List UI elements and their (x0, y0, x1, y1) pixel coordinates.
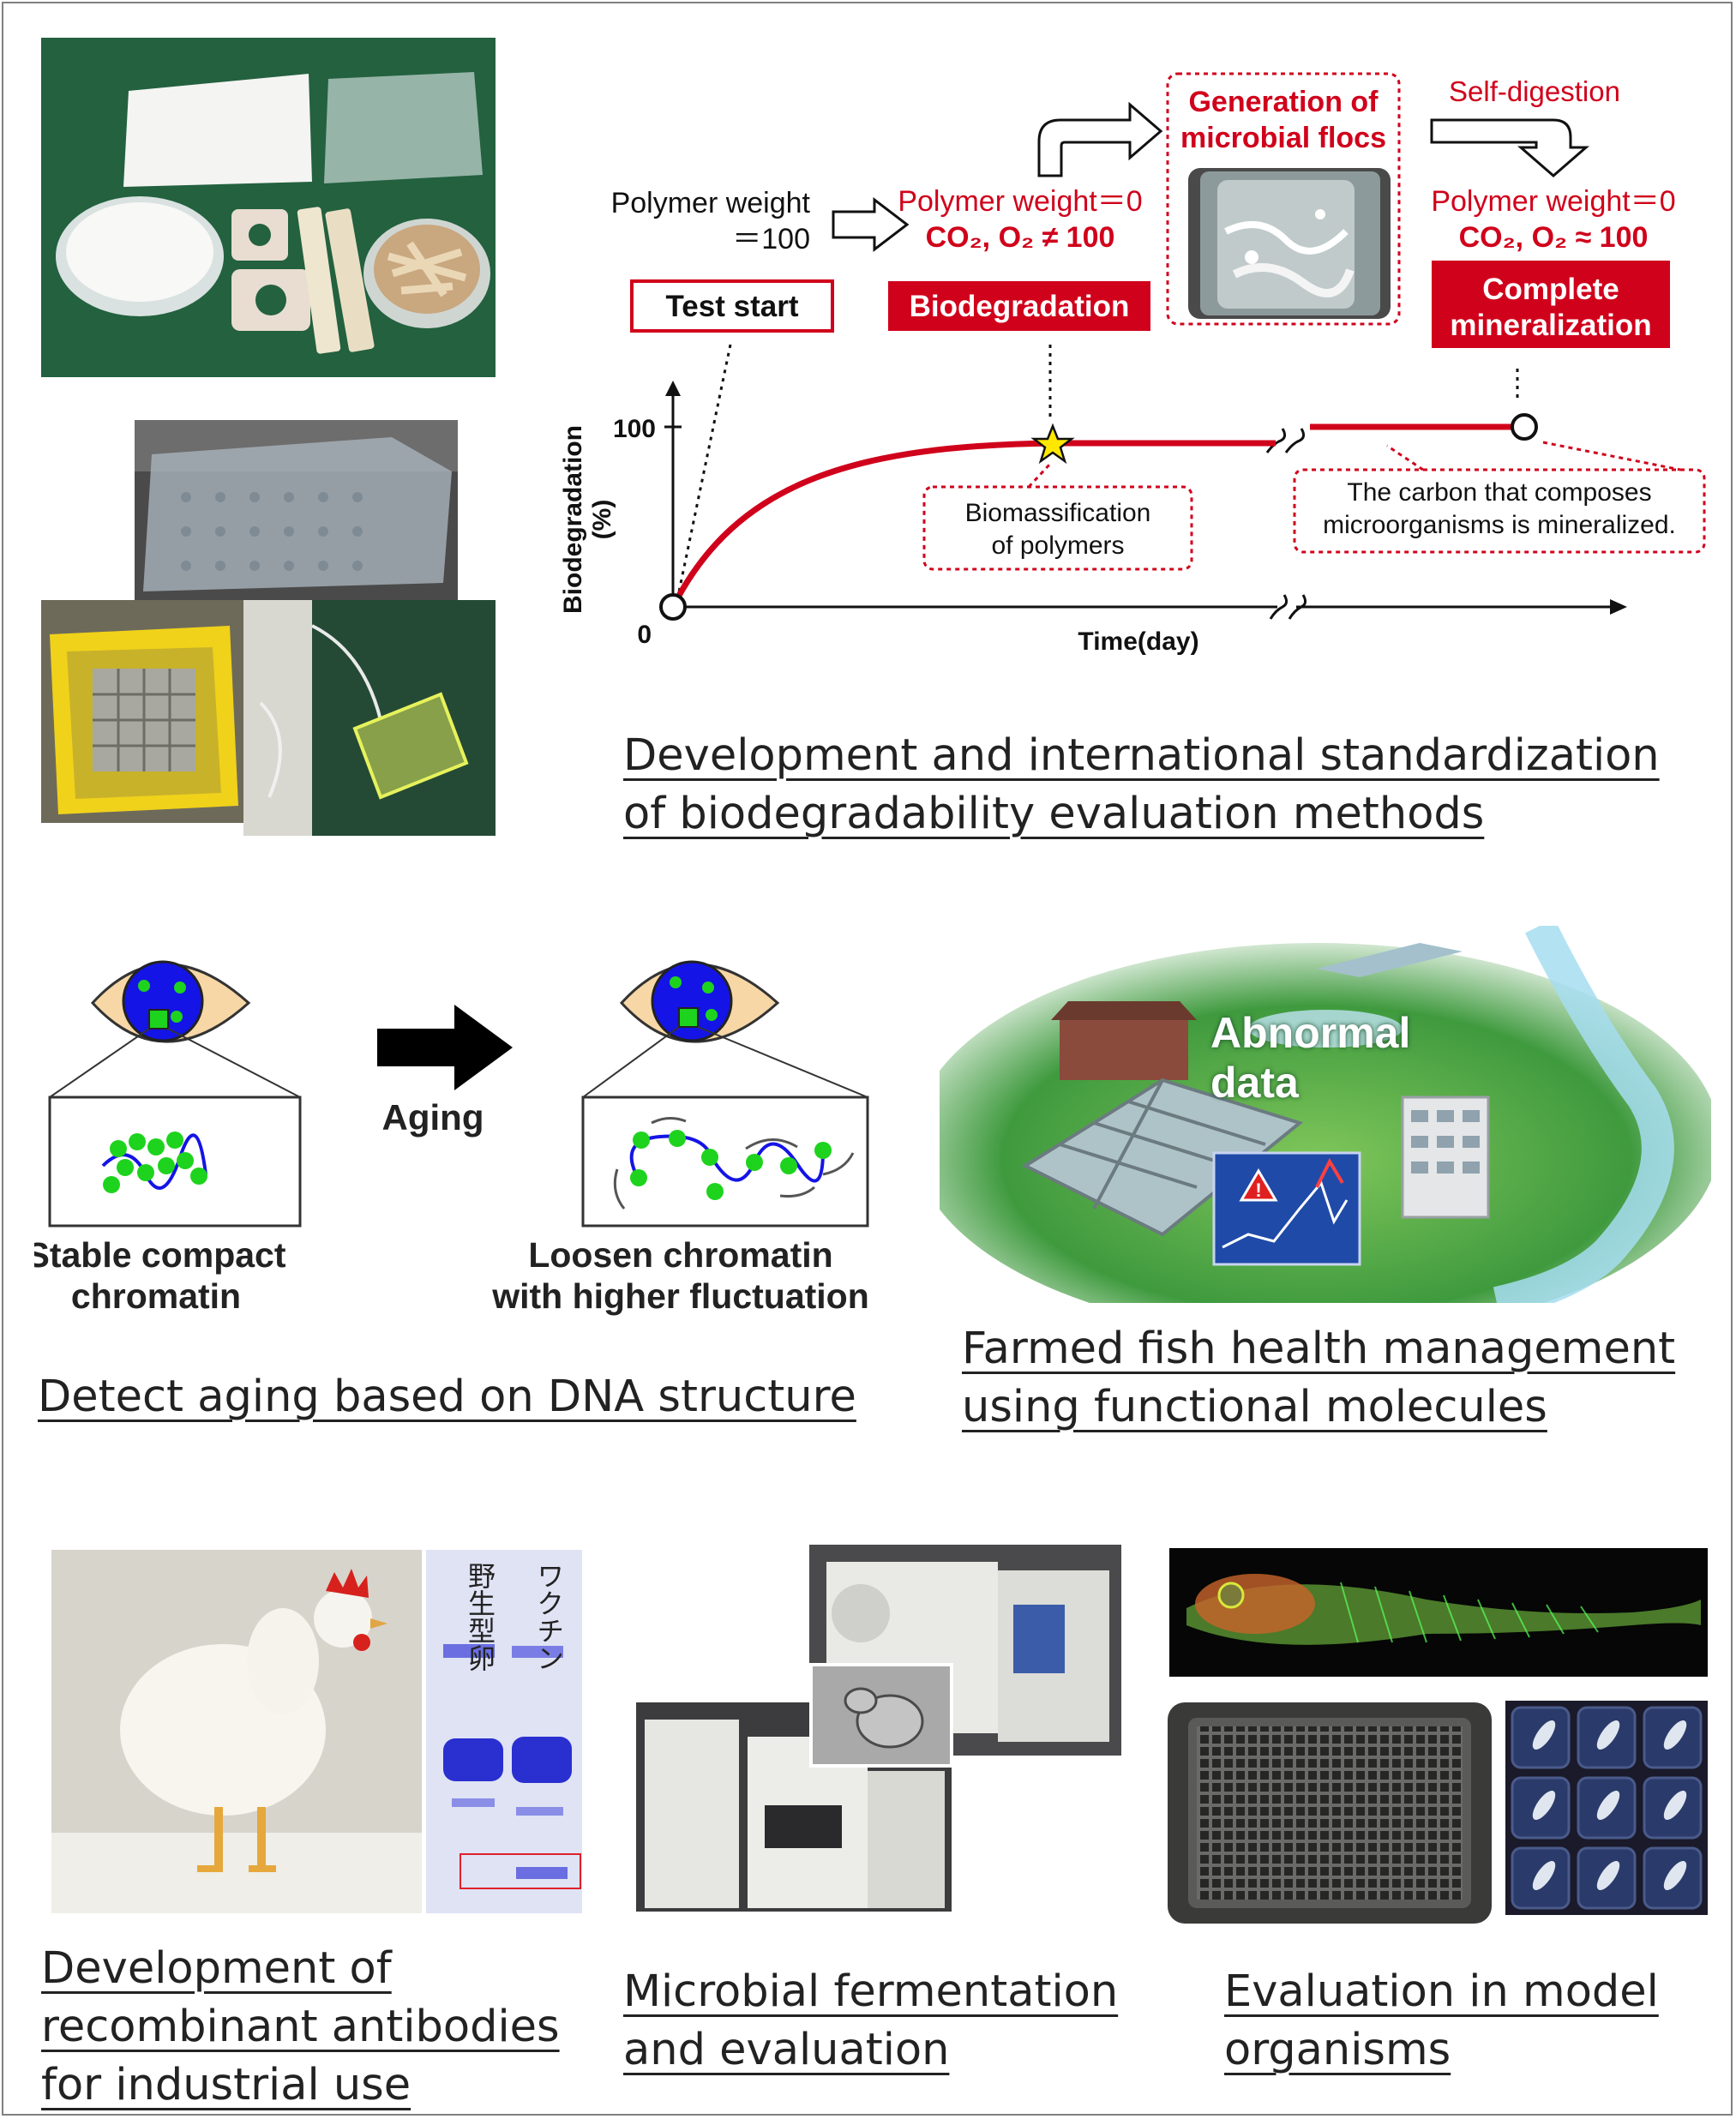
loosen-chromatin-box (581, 1096, 869, 1228)
stable-label-line2: chromatin (71, 1276, 241, 1316)
biodegradation-curve (670, 440, 1269, 609)
bent-arrow-down-icon (1430, 118, 1590, 177)
connector-test-start (676, 344, 732, 601)
y-tick-100-label: 100 (613, 415, 656, 443)
aging-arrow-icon (377, 1005, 513, 1090)
y-tick-0-label: 0 (637, 621, 652, 649)
stable-label-line1: Stable compact (34, 1235, 286, 1275)
gel-label-1: 野生型卵 (464, 1562, 496, 1672)
well-plate-photo (1162, 1697, 1497, 1929)
model-organisms-caption: Evaluation in model organisms (1224, 1966, 1659, 2075)
carbon-mineralized-box (1293, 468, 1706, 554)
biodegradation-box-label: Biodegradation (910, 290, 1130, 323)
mid-weight-label: Polymer weight＝0 (898, 185, 1142, 218)
end-co2-label: CO₂, O₂ ≈ 100 (1459, 221, 1649, 254)
self-digestion-label: Self-digestion (1449, 75, 1620, 107)
complete-mineralization-box (1432, 261, 1670, 348)
end-point-marker (1511, 413, 1538, 441)
y-axis-label-line1: Biodegradation (559, 425, 587, 614)
biomassification-line1: Biomassification (965, 499, 1151, 527)
loose-chromatin (630, 1130, 832, 1200)
complete-label-line2: mineralization (1450, 309, 1651, 342)
larvae-wells-photo (1505, 1701, 1708, 1915)
test-start-box (630, 279, 834, 333)
abnormal-data-label: Abnormal data (1210, 1009, 1411, 1107)
biodegradation-diagram: Polymer weight ＝100 Polymer weight＝0 CO₂… (559, 72, 1706, 656)
fish-farm-illustration: ! Abnormal data (940, 926, 1711, 1303)
start-weight-label: Polymer weight (611, 187, 811, 219)
biodegradation-box (888, 281, 1150, 331)
aging-diagram: Stable compact chromatin Aging Loosen ch… (34, 960, 869, 1316)
yellow-basket-photo (41, 600, 243, 823)
sea-deployment-photo (243, 600, 496, 836)
stable-chromatin-box (48, 1096, 302, 1228)
carbon-line2: microorganisms is mineralized. (1323, 511, 1676, 539)
biomassification-line2: of polymers (991, 531, 1124, 560)
gc-instrument-photo (809, 1545, 1121, 1756)
test-cage-photo (135, 420, 458, 600)
antibody-caption: Development of recombinant antibodies fo… (41, 1943, 560, 2110)
fermentation-caption: Microbial fermentation and evaluation (623, 1966, 1119, 2075)
beaker-photo (1188, 168, 1391, 319)
bent-arrow-icon (1037, 101, 1163, 177)
carbon-line1: The carbon that composes (1347, 478, 1651, 507)
x-axis-break (1269, 593, 1307, 621)
biomassification-box (922, 485, 1193, 571)
biodegradation-caption: Development and international standardiz… (623, 730, 1660, 839)
yeast-micrograph (809, 1663, 953, 1768)
polymer-samples-photo (41, 38, 496, 377)
curve-break (1265, 428, 1306, 458)
hplc-instrument-photo (636, 1702, 952, 1912)
end-weight-label: Polymer weight＝0 (1431, 185, 1675, 218)
flocs-title-line2: microbial flocs (1180, 122, 1386, 154)
aging-label: Aging (382, 1097, 484, 1138)
gel-label-2: ワクチン (532, 1562, 565, 1672)
sds-gel-photo: 野生型卵 ワクチン (426, 1550, 582, 1913)
aging-caption: Detect aging based on DNA structure (38, 1372, 856, 1422)
x-axis-label: Time(day) (1078, 627, 1198, 656)
loosen-label-line1: Loosen chromatin (528, 1235, 832, 1275)
monitor-chart (1212, 1151, 1361, 1266)
test-start-label: Test start (666, 290, 799, 323)
compact-chromatin (103, 1132, 207, 1193)
chicken-photo (51, 1550, 422, 1913)
svg-text:!: ! (1255, 1180, 1261, 1201)
zebrafish-fluorescence-photo (1169, 1548, 1708, 1677)
flocs-title-line1: Generation of (1188, 86, 1379, 118)
fish-caption: Farmed fish health management using func… (962, 1324, 1676, 1432)
warning-icon (1239, 1168, 1278, 1202)
arrow-right-icon (832, 196, 910, 253)
start-point-marker (659, 593, 687, 621)
mid-co2-label: CO₂, O₂ ≠ 100 (926, 221, 1115, 254)
y-axis-arrowhead (665, 381, 681, 396)
y-axis-label-line2: (%) (588, 500, 616, 540)
start-weight-value: ＝100 (732, 223, 810, 255)
x-axis-arrowhead (1610, 599, 1627, 615)
complete-label-line1: Complete (1482, 273, 1619, 306)
star-marker-icon (1030, 423, 1075, 465)
loosen-label-line2: with higher fluctuation (491, 1276, 869, 1316)
